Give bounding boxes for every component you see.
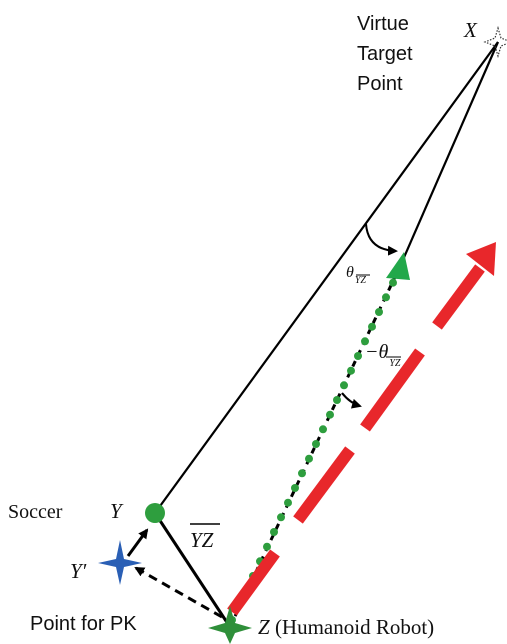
green-path-dot [340, 381, 348, 390]
green-path-dot [354, 352, 362, 360]
soccer-ball-icon [145, 503, 165, 523]
green-path-dot [347, 366, 355, 375]
green-path-dot [305, 454, 313, 463]
z-point-label: Z (Humanoid Robot) [258, 615, 434, 639]
line-x-to-green-arrow [400, 41, 500, 263]
dotted-star-icon [483, 25, 507, 59]
y-point-label: Y [110, 499, 124, 523]
green-path-dot [333, 396, 341, 404]
green-path-dot [291, 484, 299, 492]
theta-label: θYZ [346, 264, 366, 286]
green-direction-arrow [386, 252, 410, 280]
line-y-to-x [154, 41, 499, 514]
virtue-label-line3: Point [357, 73, 403, 95]
point-for-pk-label: Point for PK [30, 613, 137, 635]
arrow-z-to-yprime [134, 566, 223, 619]
virtue-label-line2: Target [357, 43, 413, 65]
green-path-dot [284, 498, 292, 507]
green-path-dot [277, 513, 285, 522]
green-path-dot [270, 528, 278, 536]
neg-theta-angle-arc [341, 392, 362, 409]
x-point-label: X [463, 18, 478, 42]
green-path-dot [368, 322, 376, 331]
green-dotted-path [228, 264, 404, 624]
green-path-dot [312, 440, 320, 448]
arrow-yprime-to-y [126, 528, 149, 557]
green-path-dot [263, 542, 271, 551]
blue-star-icon [98, 540, 142, 585]
neg-theta-label: −θYZ [365, 341, 401, 369]
theta-angle-arc [365, 223, 398, 256]
green-path-dot [361, 337, 369, 346]
green-path-dot [319, 425, 327, 434]
virtue-label-line1: Virtue [357, 13, 409, 35]
green-path-dot [382, 293, 390, 302]
y-prime-label: Y′ [70, 559, 87, 583]
soccer-label: Soccer [8, 501, 63, 523]
green-path-dot [298, 469, 306, 478]
line-yz [153, 512, 232, 628]
line-z-to-x-dashed [228, 261, 404, 628]
green-path-dot [389, 278, 397, 287]
green-star-icon [208, 606, 252, 644]
green-path-dot [326, 410, 334, 419]
red-dashed-arrow [227, 242, 496, 616]
green-path-dot [375, 308, 383, 316]
segment-yz-label: YZ [190, 528, 214, 552]
